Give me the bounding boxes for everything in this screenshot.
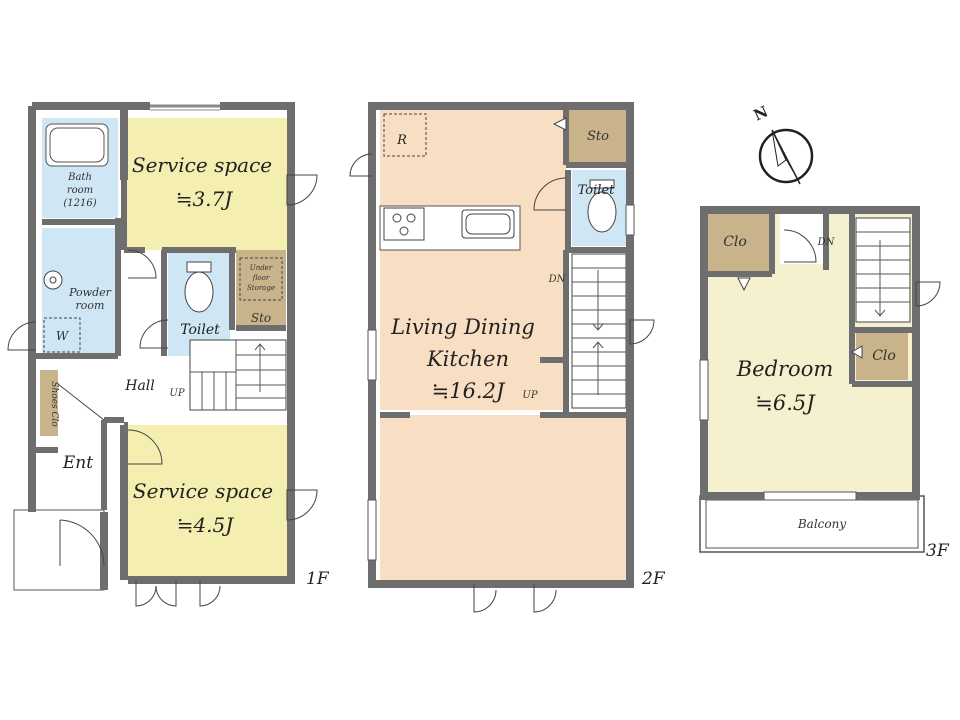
door-toilet-1f [139,319,169,349]
door-hall [57,383,105,421]
door-service-lower [127,429,163,465]
bedroom-size: ≒6.5J [755,391,816,415]
underfloor-label-1: Under [250,264,273,272]
closet-3f-b [856,332,908,380]
door-service-upper [127,249,157,279]
washer-icon [43,317,81,353]
floor-1: Bath room (1216) Powder room W Service s… [7,102,330,607]
bathroom-label-1: Bath [67,172,92,183]
walls-1f [28,102,295,590]
powder-label-2: room [76,299,105,312]
stair-down-3f: DN [817,237,836,248]
hall-label: Hall [124,378,155,394]
floor-2-label: 2F [641,569,666,589]
entrance-label: Ent [62,453,93,473]
stair-up-1f: UP [169,388,184,399]
service-space-lower [128,425,287,580]
landing-3f [780,214,826,264]
service-space-upper [124,118,287,250]
door-toilet-2f [533,177,567,211]
entrance-porch [13,509,105,591]
walls-2f [368,102,634,588]
refrigerator-icon [383,113,427,157]
window-door-3f [915,281,941,307]
closet-3f-b-label: Clo [872,348,896,364]
north-arrow-icon: N [751,102,814,185]
interior-walls-3f [708,214,912,387]
bathtub-icon [45,123,109,167]
interior-walls-2f [380,110,630,418]
floor-2: R Sto Toilet Living Dining Kitchen ≒16.2… [349,102,666,613]
toilet-icon-2f [589,179,615,189]
storage-2f-label: Sto [587,129,609,144]
floor-3-label: 3F [926,541,950,561]
service-upper-size: ≒3.7J [176,187,234,211]
underfloor-storage [236,250,286,328]
underfloor-label-2: floor [252,274,270,282]
service-lower-size: ≒4.5J [177,513,235,537]
underfloor-hatch-icon [239,257,283,301]
window-door-1f-a [286,174,318,206]
door-powder [7,321,37,351]
door-front-lower [135,580,177,607]
window-door-2f-right [629,319,655,345]
toilet-1f-label: Toilet [180,322,220,338]
ldk-label-2: Kitchen [426,347,509,371]
window-balcony [763,491,857,501]
floor-3: Clo Clo Bedroom ≒6.5J DN Balcony 3F [699,206,950,561]
compass-north-label: N [751,102,771,124]
stairs-1f [189,339,287,411]
refrigerator-label: R [396,133,407,148]
stair-down-2f: DN [548,274,567,285]
stairs-3f [855,217,911,323]
sink-icon [461,209,515,239]
shoes-closet [40,370,58,436]
toilet-2f-label: Toilet [578,183,615,198]
closet-3f-a [708,214,772,274]
storage-1f-label: Sto [251,311,271,325]
service-upper-name: Service space [132,153,272,177]
washbasin-icon [43,270,63,290]
washer-label: W [56,329,70,343]
bathroom-label-3: (1216) [63,198,96,209]
service-lower-name: Service space [133,479,273,503]
floor-1-label: 1F [306,569,330,589]
stair-up-2f: UP [522,390,537,401]
ldk-upper [380,110,566,410]
balcony [699,495,925,553]
ldk-size: ≒16.2J [432,379,506,403]
ldk-lower [380,415,628,581]
interior-walls-1f [36,180,286,580]
door-2f-left [349,153,373,177]
ldk-label-1: Living Dining [390,315,535,339]
toilet-icon-1f [186,261,212,273]
door-entrance [59,519,105,567]
stairs-2f [571,253,627,409]
underfloor-label-3: Storage [247,284,275,292]
powder-label-1: Powder [68,286,112,299]
door-2f-bottom-a [473,584,497,613]
door-bedroom [783,229,817,263]
window-door-1f-b [286,489,318,521]
bathroom-label-2: room [67,185,93,196]
door-2f-bottom-b [533,584,557,613]
storage-2f [566,110,626,165]
balcony-label: Balcony [797,517,846,531]
shoes-closet-label: Shoes Clo [49,381,59,427]
closet-3f-a-label: Clo [723,234,747,250]
bedroom-name: Bedroom [736,357,834,381]
